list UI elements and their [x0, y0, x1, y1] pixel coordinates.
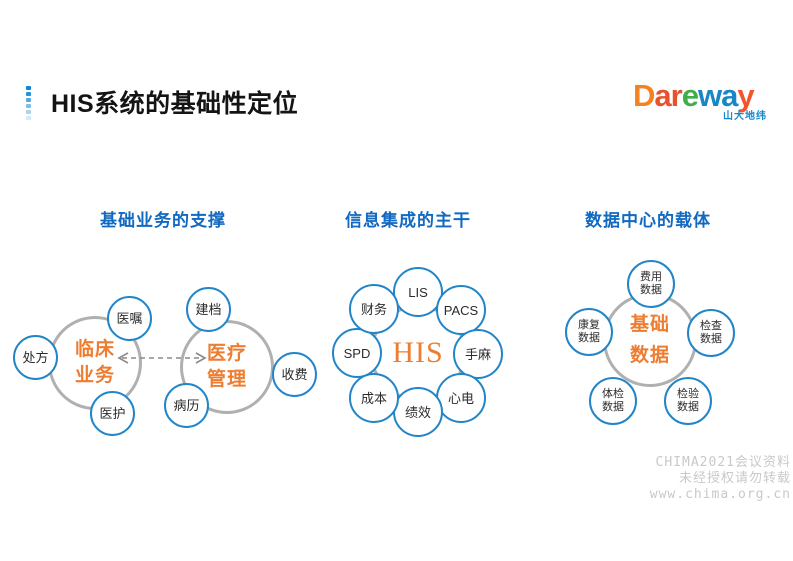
satellite-expense-data-line2: 数据 [640, 284, 662, 296]
satellite-checkup-data: 体检 数据 [589, 377, 637, 425]
satellite-spd-label: SPD [343, 345, 371, 361]
bidirectional-dashed-arrow [112, 350, 212, 371]
satellite-medical-care-label: 医护 [99, 406, 126, 421]
hub-clinical-business-line1: 临床 [74, 339, 115, 360]
satellite-cost: 成本 [349, 373, 399, 423]
logo-letter: y [737, 78, 754, 113]
watermark: CHIMA2021会议资料 未经授权请勿转载 www.chima.org.cn [650, 455, 791, 503]
hub-basic-data-line1: 基础 [629, 314, 670, 335]
logo-letter: r [670, 78, 683, 113]
satellite-medical-record-label: 病历 [173, 398, 200, 413]
satellite-archiving-label: 建档 [195, 302, 222, 317]
satellite-lis: LIS [393, 267, 443, 317]
satellite-test-data-line2: 数据 [677, 401, 699, 413]
satellite-medical-order: 医嘱 [107, 296, 152, 341]
section-header-integration-backbone: 信息集成的主干 [345, 211, 471, 230]
hub-medical-management-line1: 医疗 [206, 343, 247, 364]
satellite-ecg: 心电 [436, 373, 486, 423]
satellite-anesthesia: 手麻 [453, 329, 503, 379]
section-header-business-support: 基础业务的支撑 [100, 211, 226, 230]
logo-letter: w [697, 78, 722, 113]
watermark-line2: 未经授权请勿转载 [678, 471, 791, 486]
satellite-charging-label: 收费 [281, 367, 308, 382]
satellite-anesthesia-label: 手麻 [464, 346, 491, 362]
hub-medical-management-line2: 管理 [206, 369, 247, 390]
satellite-expense-data-line1: 费用 [640, 271, 662, 283]
satellite-pacs: PACS [436, 285, 486, 335]
satellite-charging: 收费 [272, 352, 317, 397]
title-bullet-dots-icon [26, 86, 31, 120]
logo-wordmark: Dareway [633, 80, 781, 112]
satellite-exam-data: 检查 数据 [687, 309, 735, 357]
satellite-checkup-data-line2: 数据 [602, 401, 624, 413]
satellite-finance: 财务 [349, 284, 399, 334]
satellite-rehab-data: 康复 数据 [565, 308, 613, 356]
logo-letter: a [721, 78, 738, 113]
satellite-rehab-data-line1: 康复 [578, 319, 600, 331]
satellite-medical-record: 病历 [164, 383, 209, 428]
satellite-performance-label: 绩效 [404, 404, 431, 420]
hub-his-label: HIS [392, 336, 444, 369]
satellite-pacs-label: PACS [443, 302, 479, 318]
satellite-exam-data-line2: 数据 [700, 333, 722, 345]
watermark-line3: www.chima.org.cn [649, 487, 791, 502]
satellite-archiving: 建档 [186, 287, 231, 332]
watermark-line1: CHIMA2021会议资料 [655, 455, 791, 470]
satellite-test-data-line1: 检验 [677, 388, 699, 400]
page-title: HIS系统的基础性定位 [51, 90, 299, 118]
hub-clinical-business-line2: 业务 [74, 365, 115, 386]
logo-letter: D [633, 78, 655, 113]
dareway-logo: Dareway 山大地纬 [633, 80, 781, 123]
hub-basic-data-line2: 数据 [629, 345, 670, 366]
satellite-spd: SPD [332, 328, 382, 378]
section-header-datacenter-carrier: 数据中心的载体 [585, 211, 711, 230]
satellite-finance-label: 财务 [360, 301, 387, 317]
satellite-medical-order-label: 医嘱 [116, 311, 143, 326]
satellite-checkup-data-line1: 体检 [602, 388, 624, 400]
satellite-performance: 绩效 [393, 387, 443, 437]
logo-subtitle: 山大地纬 [723, 111, 767, 122]
satellite-expense-data: 费用 数据 [627, 260, 675, 308]
satellite-exam-data-line1: 检查 [700, 320, 722, 332]
satellite-test-data: 检验 数据 [664, 377, 712, 425]
satellite-lis-label: LIS [408, 284, 428, 300]
satellite-medical-care: 医护 [90, 391, 135, 436]
logo-letter: e [681, 78, 699, 113]
satellite-cost-label: 成本 [360, 390, 387, 406]
satellite-prescription-label: 处方 [22, 350, 49, 365]
logo-letter: a [654, 78, 671, 113]
satellite-ecg-label: 心电 [447, 390, 474, 406]
satellite-rehab-data-line2: 数据 [578, 332, 600, 344]
satellite-prescription: 处方 [13, 335, 58, 380]
